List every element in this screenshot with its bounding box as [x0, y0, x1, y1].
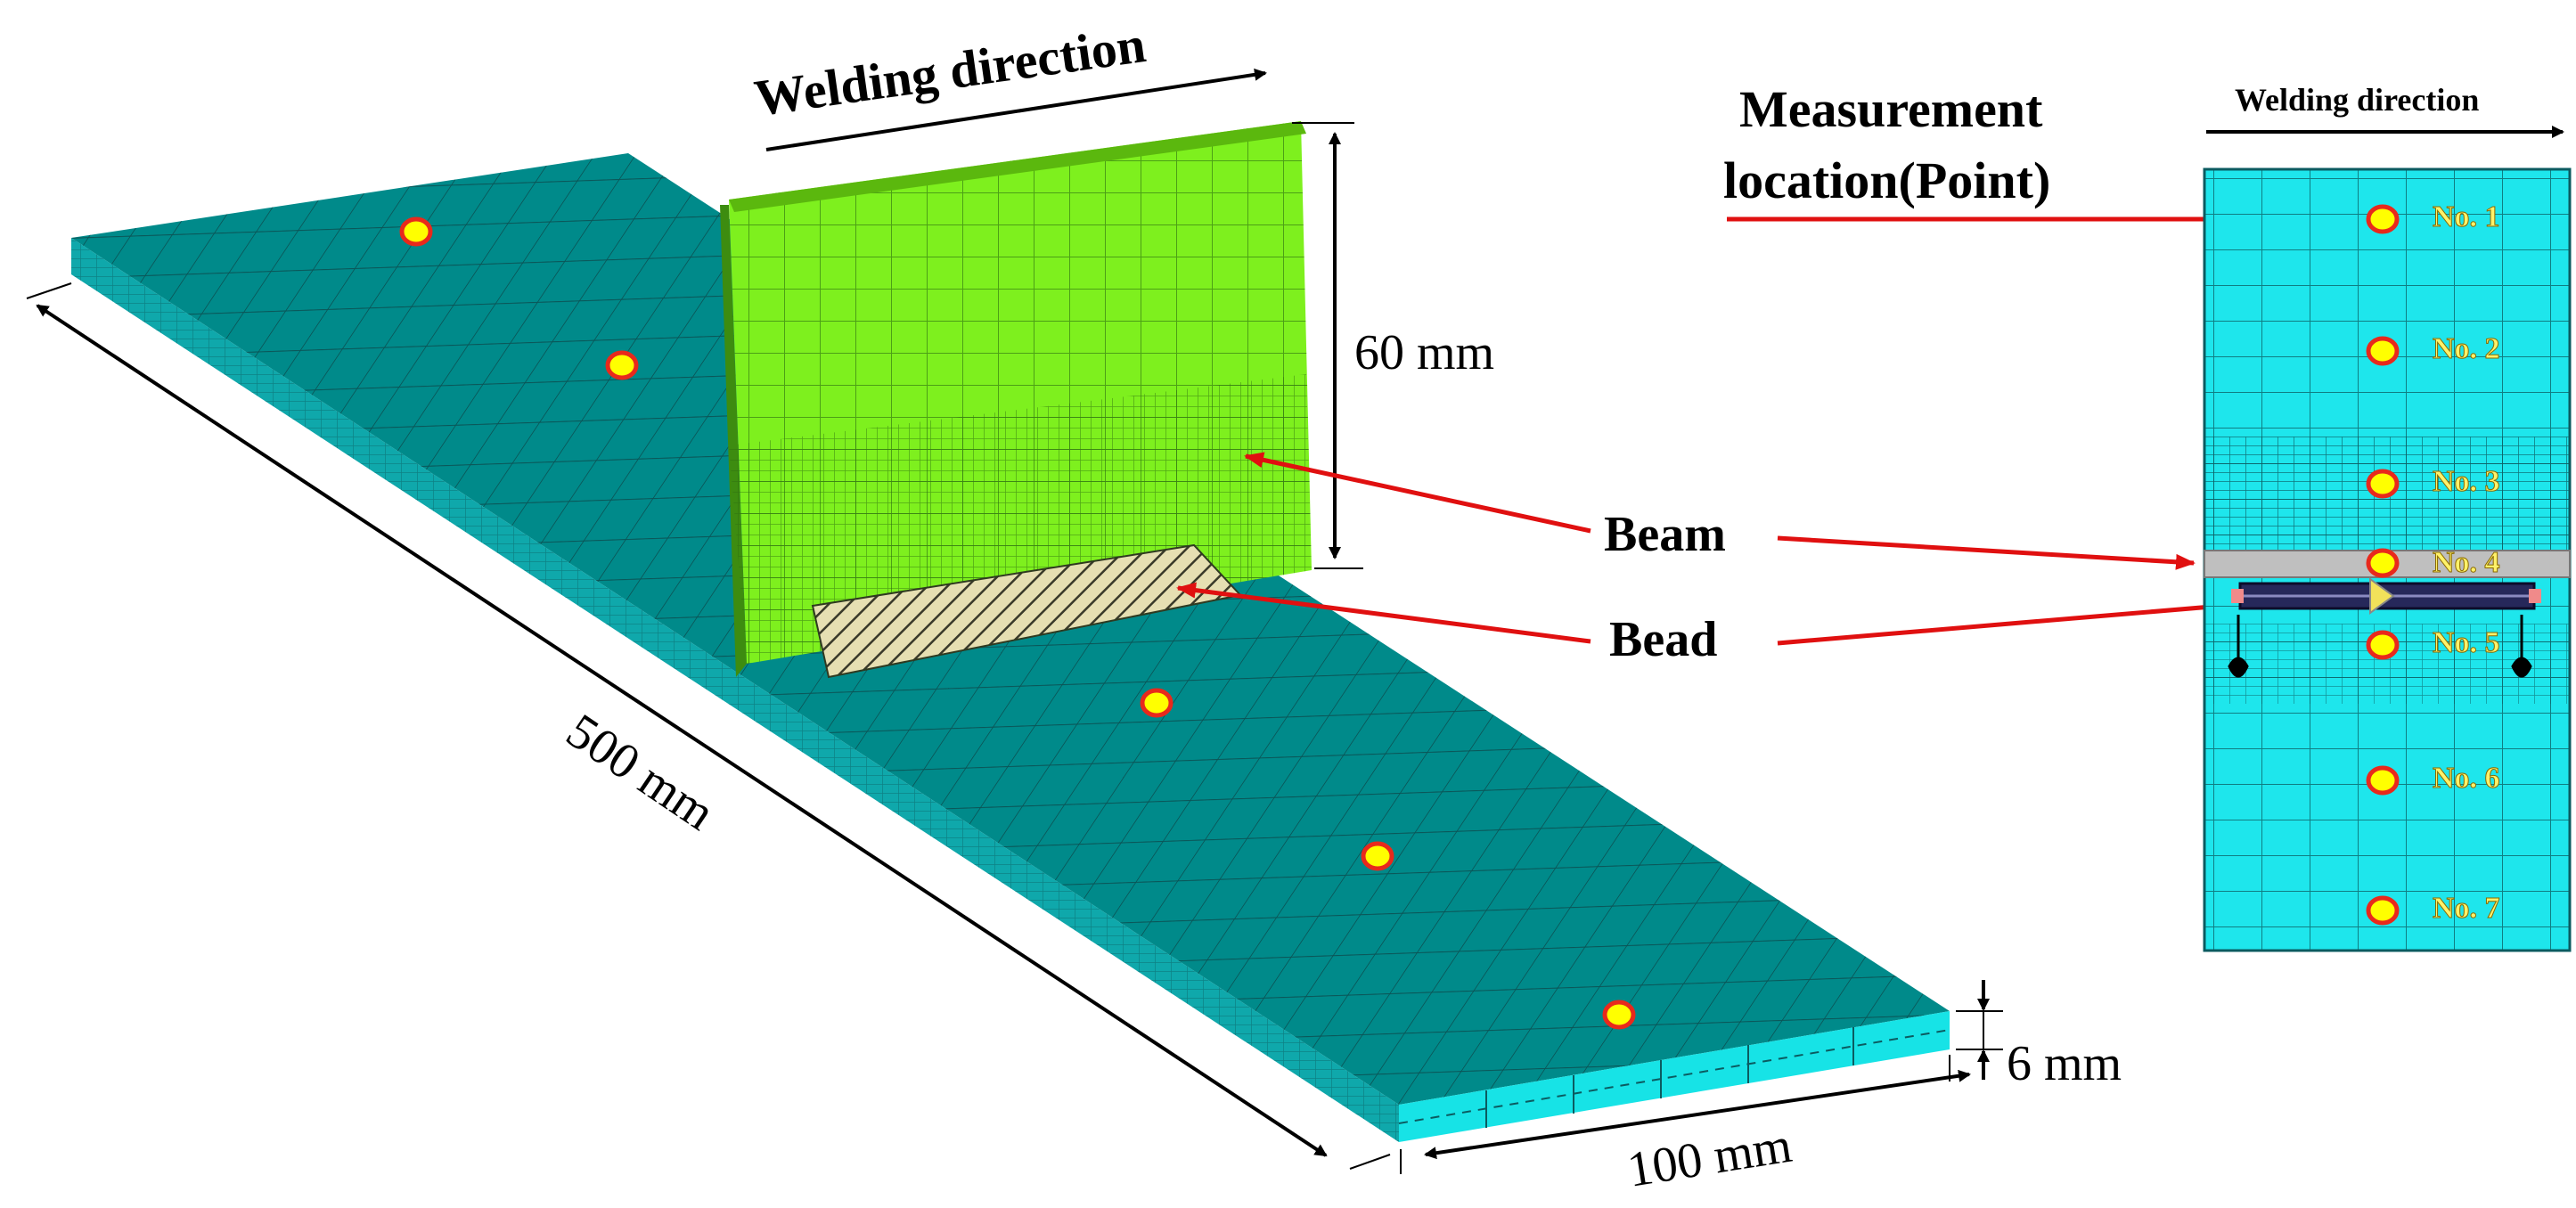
- measurement-point-marker: [2366, 469, 2400, 499]
- measurement-title-line1: Measurement: [1739, 80, 2043, 138]
- measurement-point-marker: [2366, 895, 2400, 926]
- thickness-label: 6 mm: [2007, 1036, 2122, 1091]
- measurement-title-line2: location(Point): [1723, 151, 2050, 209]
- length-label: 500 mm: [557, 703, 724, 841]
- welding-direction-left: Welding direction: [751, 15, 1267, 151]
- measurement-point-marker: [2366, 548, 2400, 578]
- point-label: No. 3: [2433, 465, 2500, 498]
- measurement-point-marker: [2366, 204, 2400, 234]
- welding-direction-label-left: Welding direction: [751, 15, 1149, 127]
- measurement-point-marker: [1140, 688, 1174, 718]
- point-label: No. 7: [2433, 892, 2500, 925]
- point-label: No. 1: [2433, 200, 2500, 233]
- measurement-point-marker: [2366, 336, 2400, 366]
- measurement-point-marker: [2366, 630, 2400, 660]
- measurement-point-marker: [605, 350, 639, 380]
- point-label: No. 6: [2433, 762, 2500, 795]
- callout-arrow: [1244, 452, 1591, 534]
- height-dimension: 60 mm: [1292, 122, 1494, 569]
- callouts: Beam Bead: [1176, 452, 2224, 667]
- welding-direction-label-right: Welding direction: [2235, 82, 2479, 118]
- beam-label: Beam: [1604, 507, 1726, 562]
- bead-label: Bead: [1609, 612, 1717, 667]
- callout-arrow: [1777, 599, 2224, 646]
- measurement-point-marker: [1602, 1000, 1636, 1030]
- point-label: No. 4: [2433, 546, 2500, 579]
- measurement-point-marker: [399, 216, 433, 247]
- measurement-location-panel: Measurement location(Point) Welding dire…: [1723, 80, 2572, 952]
- width-label: 100 mm: [1623, 1118, 1795, 1198]
- height-label: 60 mm: [1354, 325, 1494, 380]
- point-label: No. 5: [2433, 626, 2500, 659]
- callout-arrow: [1176, 582, 1591, 644]
- callout-arrow: [1777, 535, 2196, 570]
- top-view-measurement-points: No. 1 No. 2 No. 3 No. 4 No. 5 No. 6 No. …: [2366, 200, 2500, 926]
- measurement-point-marker: [2366, 765, 2400, 796]
- thickness-dimension: 6 mm: [1956, 980, 2122, 1091]
- point-label: No. 2: [2433, 332, 2500, 365]
- measurement-point-marker: [1361, 841, 1394, 871]
